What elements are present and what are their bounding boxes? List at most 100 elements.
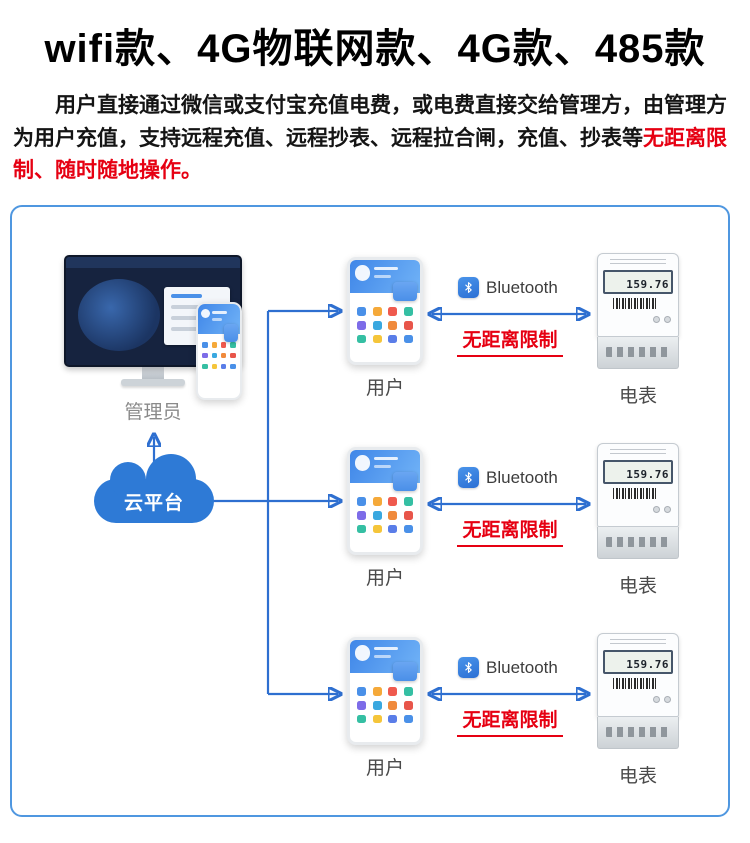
app-icon	[388, 306, 398, 316]
app-icon	[211, 342, 217, 348]
electric-meter: 159.76	[597, 633, 679, 749]
app-icon	[372, 524, 382, 534]
monitor-stand-base	[121, 379, 185, 386]
bluetooth-block: Bluetooth	[458, 277, 558, 298]
phone-text-line	[373, 267, 398, 271]
constraint-label: 无距离限制	[457, 325, 563, 357]
app-icon	[404, 334, 414, 344]
user-phone	[347, 257, 423, 365]
bluetooth-block: Bluetooth	[458, 657, 558, 678]
meter-button	[653, 696, 660, 703]
bluetooth-label: Bluetooth	[486, 467, 558, 487]
phone-banner	[392, 661, 417, 682]
app-icon	[357, 306, 366, 316]
phone-text-line	[373, 275, 391, 278]
meter-title-lines	[610, 449, 666, 457]
avatar	[200, 308, 211, 319]
avatar	[354, 645, 371, 661]
app-icon	[372, 334, 382, 344]
app-icon	[202, 353, 208, 359]
app-icon-grid	[350, 673, 420, 742]
phone-text-line	[373, 457, 398, 461]
app-icon	[221, 363, 227, 370]
meter-body: 159.76	[597, 443, 679, 527]
app-icon	[404, 524, 414, 534]
meter-label: 电表	[618, 386, 657, 407]
meter-body: 159.76	[597, 633, 679, 717]
description: 用户直接通过微信或支付宝充值电费，或电费直接交给管理方，由管理方为用户充值，支持…	[13, 90, 737, 188]
app-icon	[388, 320, 398, 330]
app-icon	[372, 320, 382, 330]
phone-text-line	[373, 655, 391, 658]
connector-lines	[12, 207, 732, 819]
description-highlight: 无距离限制、随时随地操作。	[13, 126, 727, 183]
phone-banner	[392, 281, 417, 302]
constraint-wrapper: 无距离限制	[430, 515, 590, 547]
app-icon	[388, 686, 398, 696]
phone-banner	[223, 323, 238, 342]
meter-terminal-cover	[597, 527, 679, 559]
app-icon	[372, 510, 382, 520]
meter-title-lines	[610, 639, 666, 647]
app-icon	[388, 510, 398, 520]
app-icon	[357, 714, 366, 724]
user-phone	[347, 637, 423, 745]
meter-button	[664, 506, 671, 513]
app-icon	[372, 686, 382, 696]
meter-title-lines	[610, 259, 666, 267]
page-title: wifi款、4G物联网款、4G款、485款	[44, 27, 706, 71]
app-icon	[372, 496, 382, 506]
description-text: 用户直接通过微信或支付宝充值电费，或电费直接交给管理方，由管理方为用户充值，支持…	[13, 94, 727, 150]
phone-text-line	[373, 465, 391, 468]
app-icon	[404, 496, 414, 506]
meter-lcd: 159.76	[603, 460, 673, 484]
meter-label: 电表	[618, 576, 657, 597]
app-icon	[404, 686, 414, 696]
user-label: 用户	[365, 758, 404, 779]
app-icon	[357, 524, 366, 534]
phone-text-line	[212, 310, 227, 314]
app-icon	[404, 306, 414, 316]
phone-banner	[392, 471, 417, 492]
app-icon	[221, 353, 227, 359]
app-icon	[211, 363, 217, 370]
phone-text-line	[212, 317, 223, 321]
app-icon	[230, 353, 236, 359]
phone-header	[350, 260, 420, 302]
meter-reading: 159.76	[626, 658, 669, 671]
meter-button	[653, 316, 660, 323]
app-icon	[357, 686, 366, 696]
app-icon	[372, 714, 382, 724]
bluetooth-label: Bluetooth	[486, 277, 558, 297]
meter-body: 159.76	[597, 253, 679, 337]
app-icon	[221, 342, 227, 348]
constraint-label: 无距离限制	[457, 705, 563, 737]
monitor-globe-graphic	[78, 279, 160, 351]
meter-button	[664, 696, 671, 703]
meter-screws	[606, 727, 670, 737]
app-icon	[202, 363, 208, 370]
constraint-wrapper: 无距离限制	[430, 705, 590, 737]
monitor-stand-neck	[142, 366, 164, 379]
meter-barcode	[613, 678, 657, 689]
cloud-platform: 云平台	[94, 454, 214, 523]
app-icon-grid	[350, 293, 420, 362]
meter-lcd: 159.76	[603, 270, 673, 294]
app-icon	[388, 496, 398, 506]
app-icon	[372, 700, 382, 710]
meter-label: 电表	[618, 766, 657, 787]
app-icon	[357, 334, 366, 344]
app-icon	[404, 320, 414, 330]
admin-phone	[196, 302, 242, 400]
phone-header	[350, 640, 420, 682]
constraint-wrapper: 无距离限制	[430, 325, 590, 357]
user-phone	[347, 447, 423, 555]
avatar	[354, 455, 371, 471]
user-label: 用户	[365, 568, 404, 589]
phone-header	[350, 450, 420, 492]
app-icon	[388, 524, 398, 534]
electric-meter: 159.76	[597, 443, 679, 559]
meter-barcode	[613, 298, 657, 309]
meter-barcode	[613, 488, 657, 499]
monitor-topbar	[66, 257, 240, 268]
